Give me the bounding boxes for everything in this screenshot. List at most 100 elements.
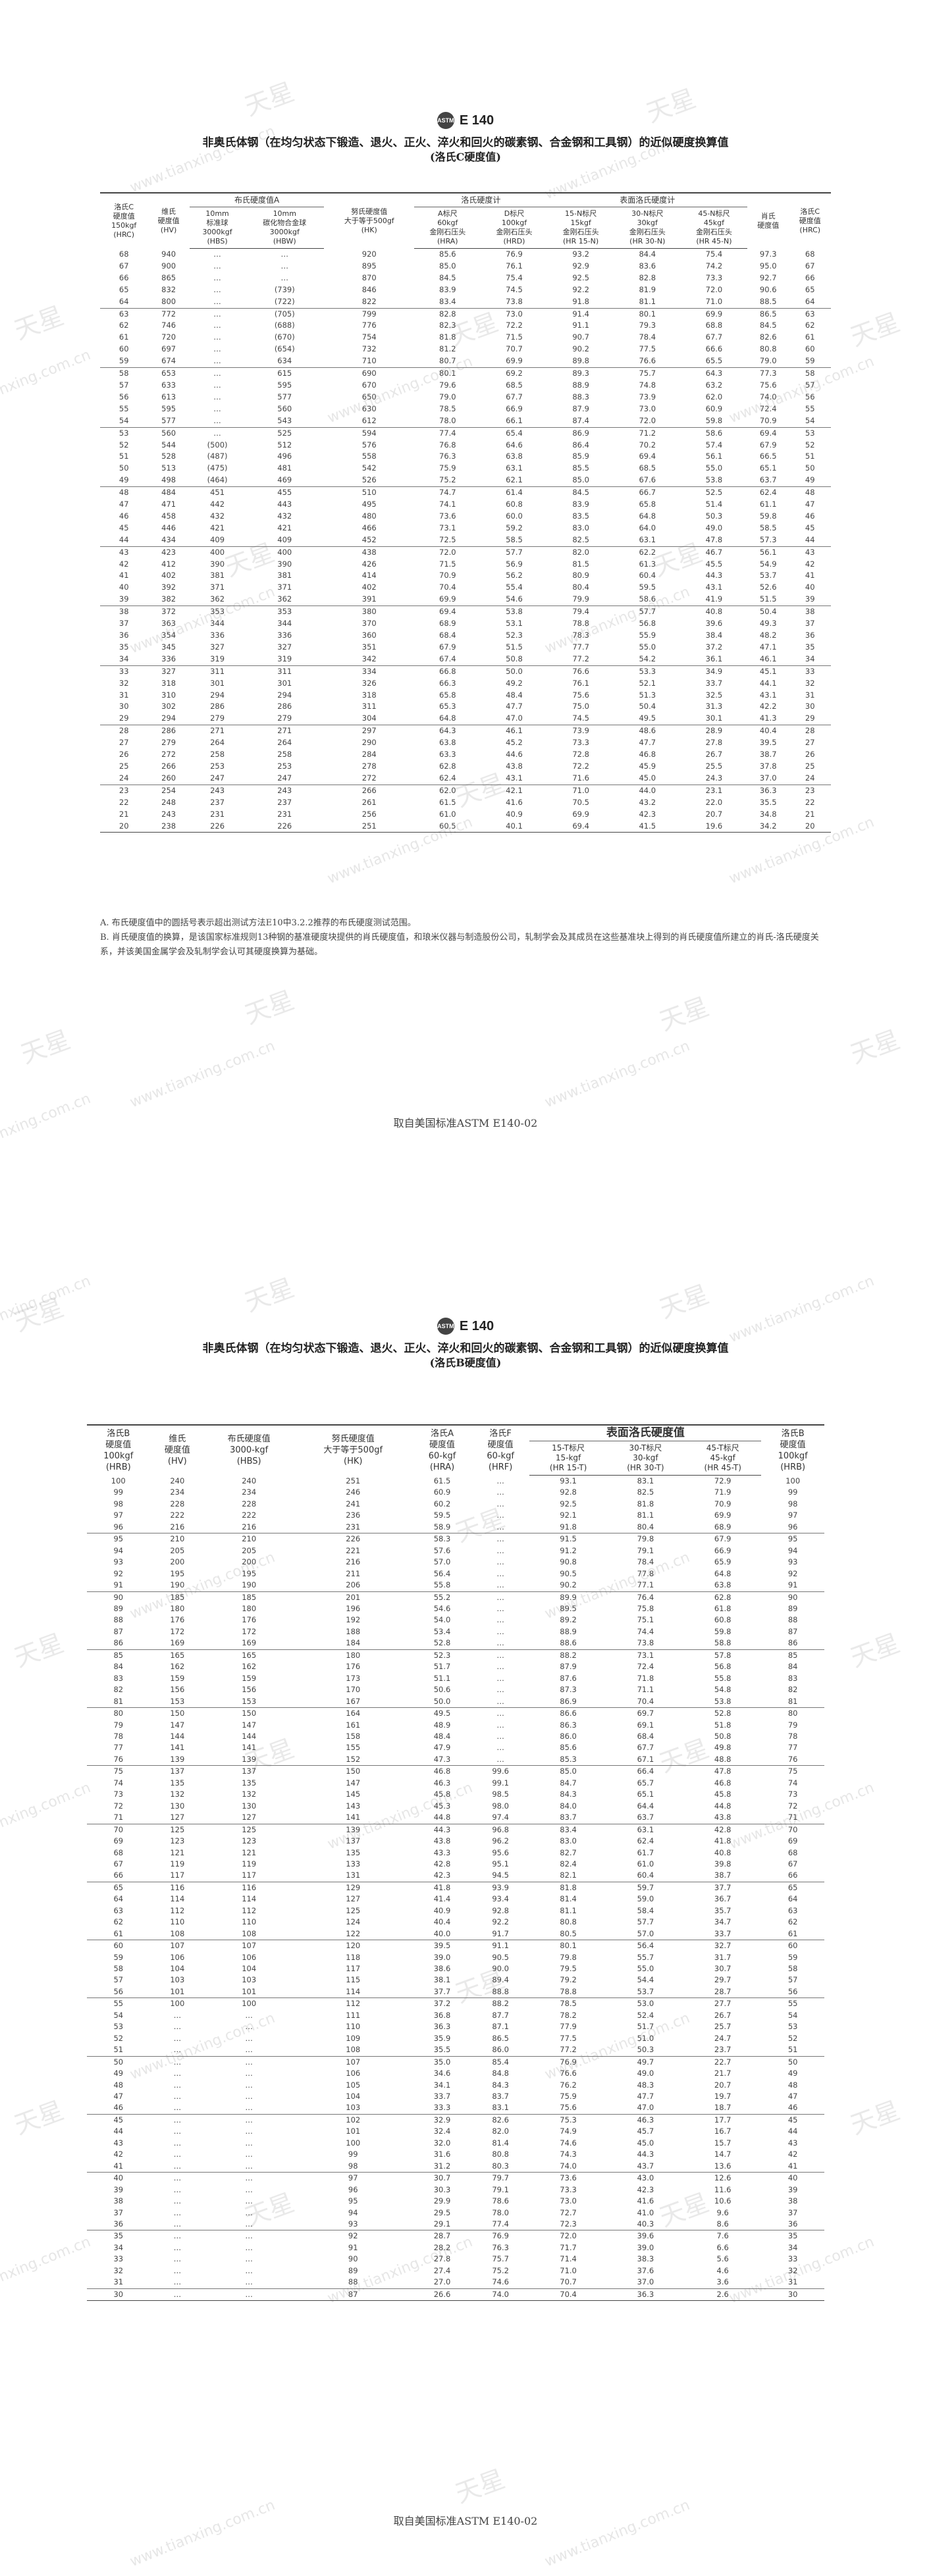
page1-header: ASTM E 140 非奥氏体钢（在均匀状态下锻造、退火、正火、淬火和回火的碳素… (0, 112, 931, 165)
table-cell: 91.7 (492, 1928, 509, 1938)
table-cell: (722) (274, 296, 295, 306)
table-cell: 40.3 (637, 2219, 654, 2228)
table-cell: 45.3 (433, 1801, 451, 1811)
table-cell: 84.0 (560, 1801, 577, 1811)
table-cell: 613 (161, 392, 176, 401)
table-cell: 103 (242, 1975, 257, 1985)
table-cell: 56 (119, 392, 129, 401)
table-cell: 47 (805, 500, 815, 509)
header-line: 硬度值 (780, 1439, 806, 1450)
table-cell: 82.5 (637, 1487, 654, 1497)
table-cell: 54 (787, 2010, 798, 2020)
table-cell: 60.9 (705, 403, 723, 413)
table-cell: 79 (787, 1720, 798, 1730)
table-cell: 31.3 (705, 702, 723, 711)
table-cell: 169 (170, 1638, 185, 1648)
table-cell: 84 (113, 1662, 124, 1672)
table-cell: 52.6 (759, 582, 777, 592)
table-cell: 52.5 (680, 486, 748, 500)
table-cell: 51 (787, 2045, 798, 2055)
table-cell: 57.0 (637, 1928, 654, 1938)
table-cell: 55 (87, 1997, 150, 2010)
table-cell: 172 (242, 1626, 257, 1636)
table-cell: … (245, 2126, 253, 2136)
table-cell: 82.5 (572, 534, 589, 544)
table-cell: 62.4 (439, 773, 456, 783)
table-cell: 111 (346, 2010, 361, 2020)
table-cell: 127 (346, 1894, 361, 1904)
table-cell: 40.8 (714, 1847, 732, 1857)
table-cell: 16.7 (714, 2126, 732, 2136)
table-cell: 336 (210, 631, 225, 640)
table-cell: 52 (805, 440, 815, 450)
table-cell: 495 (361, 500, 377, 509)
table-cell: 77 (113, 1743, 124, 1753)
page2-title: 非奥氏体钢（在均匀状态下锻造、退火、正火、淬火和回火的碳素钢、合金钢和工具钢）的… (202, 1342, 729, 1355)
table-cell: 86.3 (560, 1720, 577, 1730)
table-cell: 81.1 (639, 296, 656, 306)
table-cell: 64.3 (414, 725, 481, 738)
table-cell: 96 (787, 1522, 798, 1532)
table-cell: 294 (210, 690, 225, 700)
table-cell: 90.2 (560, 1580, 577, 1590)
table-cell: 78.8 (572, 619, 589, 629)
table-cell: 87.9 (560, 1662, 577, 1672)
table-cell: 101 (346, 2126, 361, 2136)
header-line: 100kgf (103, 1451, 134, 1461)
table-cell: 84 (787, 1662, 798, 1672)
header-line: 金刚石压头 (695, 228, 732, 236)
table-cell: 34.8 (759, 809, 777, 819)
header-line: (HRA) (429, 1462, 455, 1472)
table-cell: 64.3 (680, 367, 748, 380)
table-cell: 17.7 (684, 2113, 762, 2126)
table-cell: 67 (119, 261, 129, 270)
table-cell: 85.3 (560, 1754, 577, 1764)
table-cell: 89.8 (572, 356, 589, 366)
header-line: 30kgf (637, 219, 658, 227)
table-cell: 129 (293, 1881, 413, 1894)
table-cell: 732 (361, 344, 377, 354)
table-cell: … (496, 1615, 504, 1625)
table-cell: 85.9 (572, 451, 589, 461)
table-cell: … (173, 2242, 182, 2252)
table-cell: … (245, 2092, 253, 2101)
table-cell: 48 (100, 486, 148, 500)
table-cell: 46.8 (714, 1778, 732, 1788)
table-cell: 43 (787, 2138, 798, 2148)
table-cell: 86.6 (529, 1707, 607, 1720)
table-cell: 37.0 (637, 2277, 654, 2287)
table-cell: 79.6 (439, 380, 456, 390)
table-cell: … (173, 2150, 182, 2159)
header-hk: 努氏硬度值大于等于500gf(HK) (293, 1424, 413, 1476)
table-cell: 57.6 (433, 1545, 451, 1555)
table-cell: 64.8 (714, 1568, 732, 1578)
table-cell: 77.2 (560, 2045, 577, 2055)
table-cell: … (245, 2080, 253, 2090)
table-cell: 161 (346, 1720, 361, 1730)
table-cell: 544 (161, 440, 176, 450)
table-cell: 33 (787, 2254, 798, 2264)
table-cell: 65.8 (639, 500, 656, 509)
table-cell: … (245, 2010, 253, 2020)
table-cell: 52.8 (684, 1707, 762, 1720)
table-cell: 60.9 (433, 1487, 451, 1497)
table-cell: 76.2 (560, 2080, 577, 2090)
table-cell: 68 (113, 1847, 124, 1857)
table-cell: 75.8 (637, 1603, 654, 1613)
header-line: 大于等于500gf (344, 216, 394, 225)
table-cell: 75.6 (560, 2103, 577, 2113)
table-cell: 865 (161, 272, 176, 282)
table-cell: 90.5 (492, 1952, 509, 1962)
